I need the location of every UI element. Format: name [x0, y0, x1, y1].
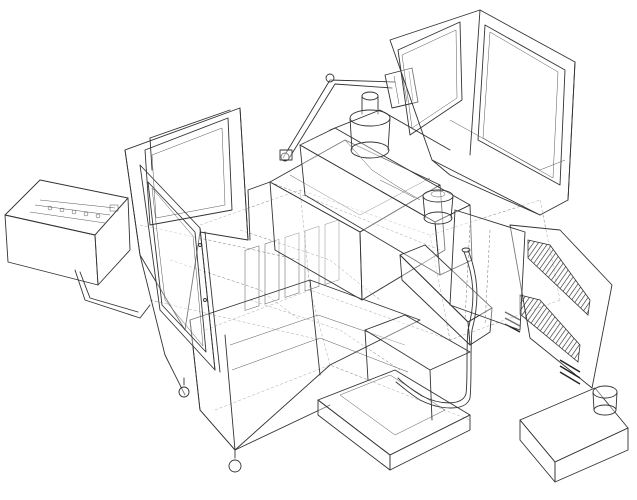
ram-beam: [299, 127, 493, 346]
caster-front: [228, 459, 242, 473]
coolant-tank: [519, 385, 629, 483]
vent-grille-upper: [527, 239, 591, 316]
coolant-hose: [395, 247, 478, 409]
caster-left: [178, 386, 190, 398]
right-side-panel: [504, 224, 613, 389]
right-inner-wall: [449, 209, 526, 331]
internal-panels: [244, 219, 340, 311]
table-rails: [364, 314, 471, 421]
casters: [178, 377, 242, 473]
louver-slots: [504, 311, 581, 385]
vent-grille-lower: [519, 294, 581, 363]
left-door: [139, 164, 221, 373]
work-table: [317, 369, 471, 471]
lamp-arm: [279, 73, 396, 162]
right-upper-window: [389, 9, 576, 216]
hood-outline: [247, 109, 451, 241]
left-upper-window: [144, 117, 233, 226]
lower-cabinet: [189, 219, 421, 451]
spindle-housing: [269, 139, 446, 301]
panel-buttons: [29, 199, 119, 224]
second-spindle: [422, 189, 454, 225]
spindle-motor: [349, 91, 391, 159]
control-panel-box: [4, 179, 151, 319]
